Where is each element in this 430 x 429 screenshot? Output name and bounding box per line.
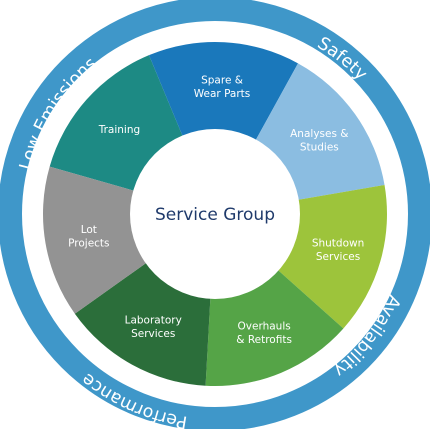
segment-label-line: & Retrofits bbox=[236, 334, 292, 346]
segment-label-line: Spare & bbox=[201, 74, 243, 86]
segment-label-line: Studies bbox=[300, 142, 339, 154]
segment-label-line: Wear Parts bbox=[194, 88, 251, 100]
segment-label-line: Services bbox=[316, 251, 360, 263]
segment-label-spare-wear-parts: Spare & Wear Parts bbox=[194, 74, 251, 100]
center-label: Service Group bbox=[155, 205, 275, 225]
segment-label-line: Laboratory bbox=[125, 314, 182, 326]
segment-analyses-studies bbox=[255, 63, 385, 200]
segment-label-line: Training bbox=[98, 124, 140, 136]
segment-spare-wear-parts bbox=[148, 42, 299, 141]
segment-label-line: Projects bbox=[68, 237, 109, 249]
segment-label-line: Services bbox=[131, 328, 175, 340]
segment-lot-projects bbox=[43, 166, 147, 314]
segment-training bbox=[49, 55, 183, 191]
segment-label-line: Lot bbox=[81, 224, 97, 236]
segment-overhauls-retrofits bbox=[205, 269, 344, 387]
segment-label-line: Analyses & bbox=[290, 128, 348, 140]
segment-label-training: Training bbox=[98, 124, 140, 136]
segment-label-line: Overhauls bbox=[238, 320, 291, 332]
segment-shutdown-services bbox=[277, 184, 387, 329]
center-circle bbox=[130, 129, 300, 299]
segment-label-analyses-studies: Analyses & Studies bbox=[290, 128, 348, 154]
segment-label-overhauls-retrofits: Overhauls & Retrofits bbox=[236, 320, 292, 346]
segment-label-line: Shutdown bbox=[312, 238, 364, 250]
segment-laboratory-services bbox=[74, 262, 211, 386]
